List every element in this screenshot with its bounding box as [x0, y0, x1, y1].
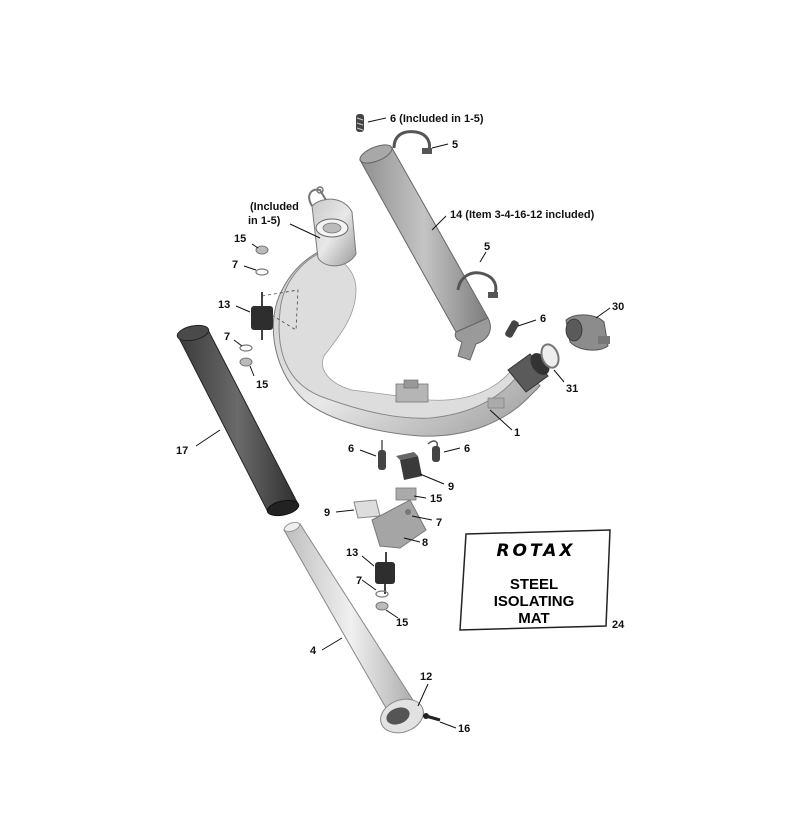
callout-1: 1 — [514, 427, 520, 439]
callout-9-right: 9 — [448, 481, 454, 493]
callout-5-mid: 5 — [484, 241, 490, 253]
callout-5-top: 5 — [452, 139, 458, 151]
callout-8: 8 — [422, 537, 428, 549]
steel-isolating-mat-part-24: ROTAX STEEL ISOLATING MAT — [459, 529, 611, 631]
screw-part-16 — [423, 713, 441, 722]
callout-15-b: 15 — [256, 379, 268, 391]
center-bracket-assembly — [353, 452, 427, 611]
callout-17: 17 — [176, 445, 188, 457]
callout-6-right: 6 — [464, 443, 470, 455]
callout-7-c: 7 — [436, 517, 442, 529]
silencer-part-14 — [359, 144, 491, 361]
coupler-part-30 — [565, 314, 610, 351]
callout-6-left: 6 — [348, 443, 354, 455]
spring-part-6-right — [427, 440, 440, 462]
spring-part-6-top — [356, 114, 364, 132]
hook-part-5-top — [392, 130, 432, 154]
left-mount-stack — [239, 245, 299, 367]
sleeve-part-17 — [176, 324, 300, 517]
callout-7-a: 7 — [232, 259, 238, 271]
callout-24: 24 — [612, 619, 625, 631]
hook-part-5-mid — [456, 271, 498, 298]
rotax-logo: ROTAX — [496, 541, 575, 561]
callout-6-top: 6 (Included in 1-5) — [390, 113, 484, 125]
mat-line-1: STEEL — [510, 576, 558, 593]
exhaust-pipe-part-1 — [272, 186, 550, 437]
mat-line-3: MAT — [518, 610, 549, 627]
ring-part-31 — [540, 343, 560, 369]
callout-31: 31 — [566, 383, 578, 395]
callout-included-line-2: in 1-5) — [248, 215, 281, 227]
callout-15-a: 15 — [234, 233, 246, 245]
callout-14: 14 (Item 3-4-16-12 included) — [450, 209, 595, 221]
callout-4: 4 — [310, 645, 317, 657]
callout-9-left: 9 — [324, 507, 330, 519]
callout-13-b: 13 — [346, 547, 358, 559]
callout-7-d: 7 — [356, 575, 362, 587]
mat-line-2: ISOLATING — [494, 593, 575, 610]
leader-lines — [195, 117, 611, 729]
callout-7-b: 7 — [224, 331, 230, 343]
callout-15-c: 15 — [430, 493, 442, 505]
spring-part-6-mid — [505, 320, 519, 338]
callout-12: 12 — [420, 671, 432, 683]
tail-tube-part-4 — [283, 521, 424, 734]
callout-15-d: 15 — [396, 617, 408, 629]
spring-part-6-left — [378, 440, 386, 470]
callout-included-line-1: (Included — [250, 201, 299, 213]
callout-labels: 6 (Included in 1-5) 5 14 (Item 3-4-16-12… — [176, 113, 625, 735]
callout-6-mid: 6 — [540, 313, 546, 325]
callout-13-a: 13 — [218, 299, 230, 311]
callout-30: 30 — [612, 301, 624, 313]
callout-16: 16 — [458, 723, 470, 735]
